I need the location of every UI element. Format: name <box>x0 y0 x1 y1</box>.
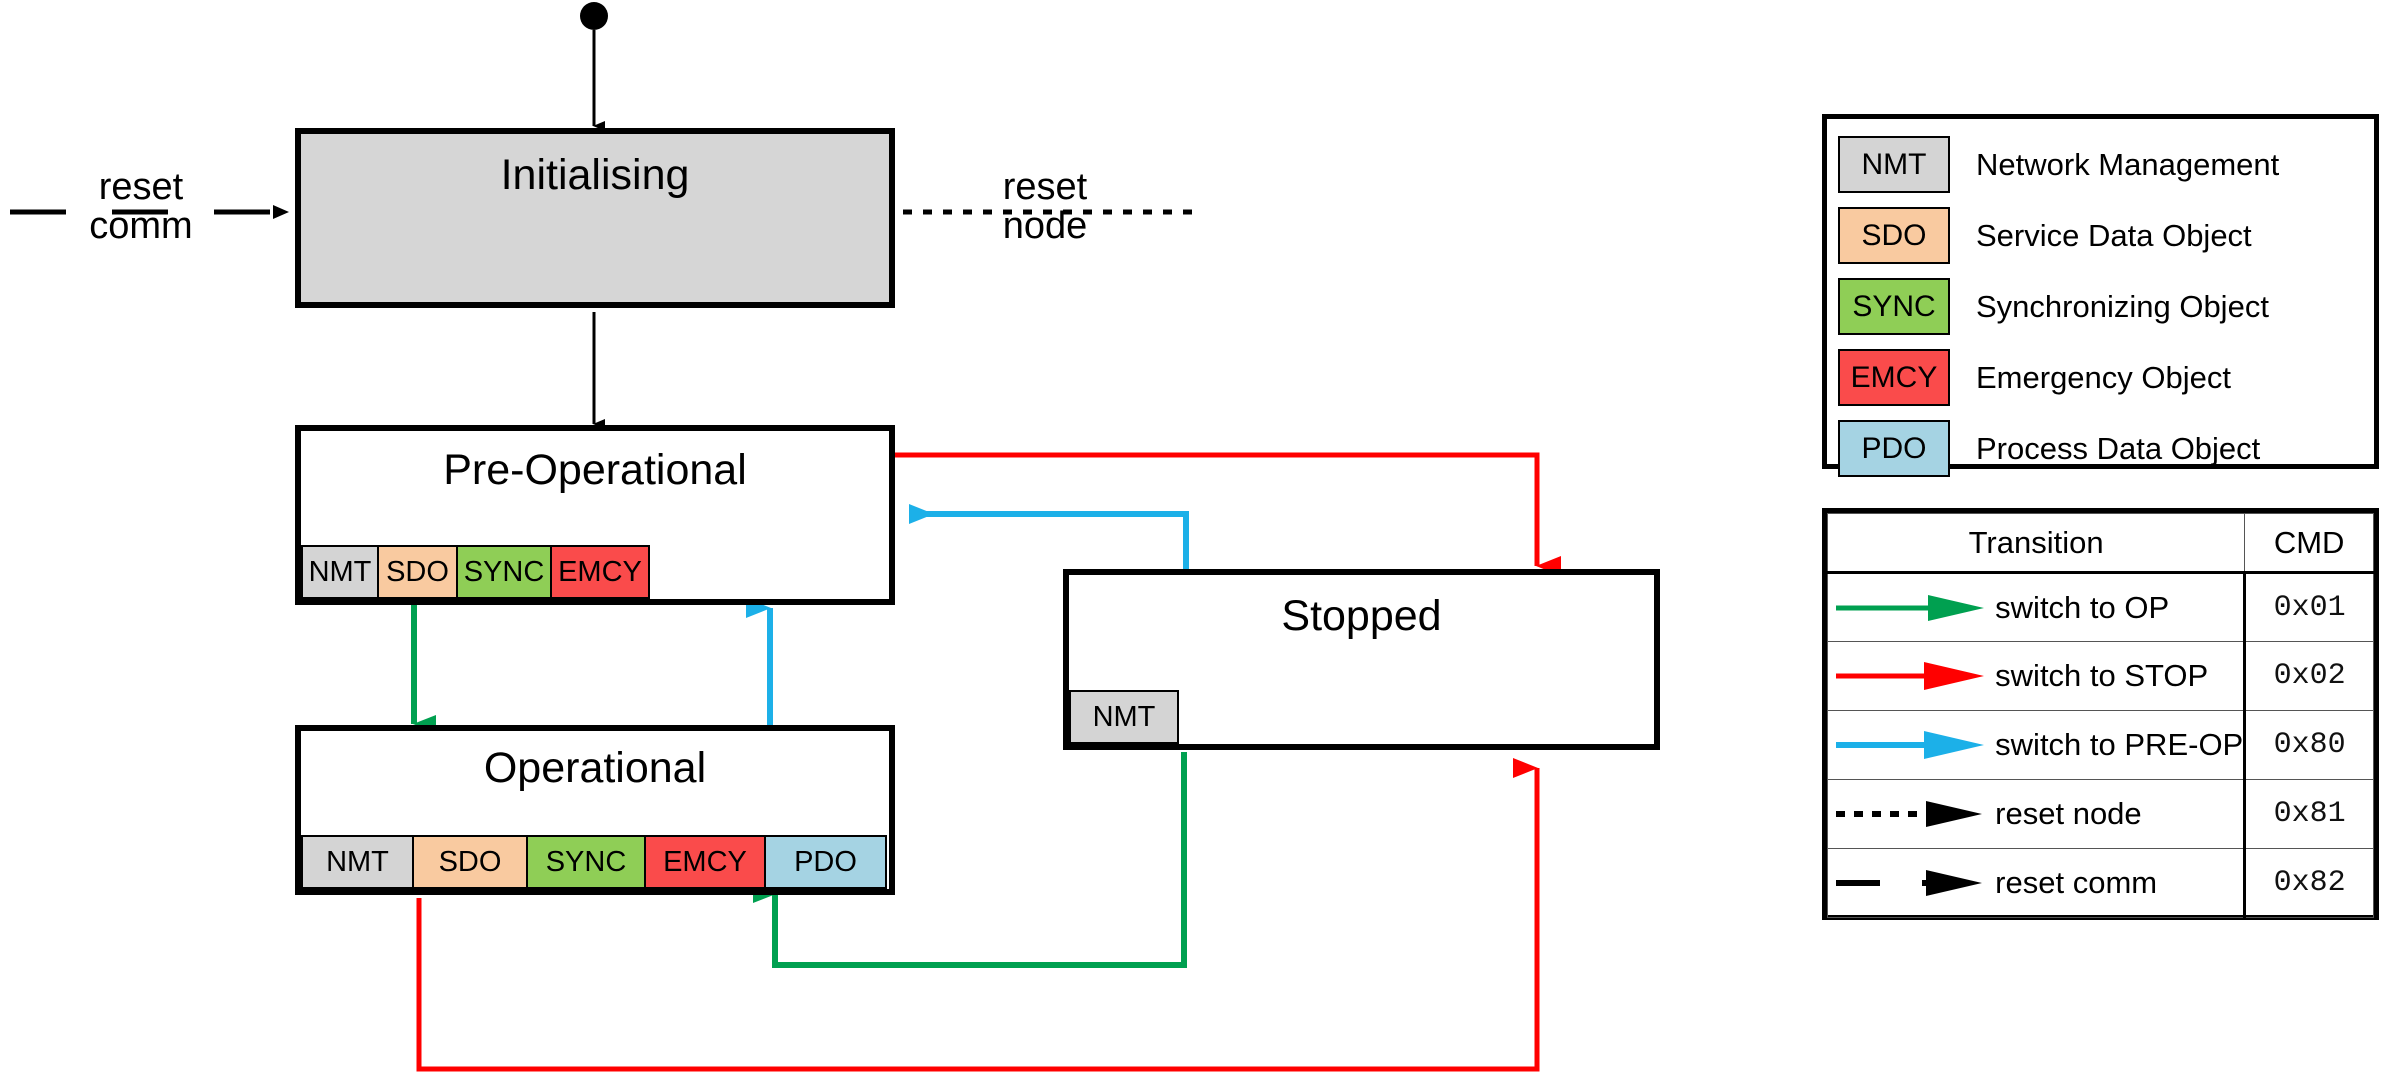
legend-desc-sync: Synchronizing Object <box>1976 289 2269 324</box>
arrow-sample-reset-comm <box>1827 848 1996 918</box>
service-chip-sdo: SDO <box>377 545 458 599</box>
edge-label-reset-comm: reset comm <box>46 168 236 246</box>
legend-chip-sync: SYNC <box>1838 278 1950 335</box>
arrow-sample-reset-node <box>1827 779 1996 849</box>
legend-row-nmt: NMT Network Management <box>1827 129 2374 200</box>
state-operational-label: Operational <box>483 744 707 792</box>
service-chip-nmt: NMT <box>301 835 414 889</box>
edge-preop-to-stopped <box>892 452 1561 576</box>
legend-row-pdo: PDO Process Data Object <box>1827 413 2374 484</box>
initial-state-dot <box>580 2 608 30</box>
service-chip-sync: SYNC <box>526 835 646 889</box>
legend-chip-pdo: PDO <box>1838 420 1950 477</box>
edge-label-reset-comm-line1: reset <box>98 166 184 208</box>
transitions-header-transition: Transition <box>1826 513 2246 574</box>
state-initialising-label: Initialising <box>500 151 690 199</box>
transitions-cmd-reset-comm: 0x82 <box>2243 848 2374 918</box>
legend-chip-nmt: NMT <box>1838 136 1950 193</box>
transitions-row-switch-to-preop: switch to PRE-OP 0x80 <box>1827 710 2374 780</box>
transitions-label-switch-to-preop: switch to PRE-OP <box>1995 710 2246 780</box>
edge-stopped-to-preop <box>909 504 1189 572</box>
edge-label-reset-node-line2: node <box>1002 204 1088 247</box>
transitions-row-switch-to-stop: switch to STOP 0x02 <box>1827 641 2374 711</box>
transitions-cmd-switch-to-stop: 0x02 <box>2243 641 2374 711</box>
service-chip-emcy: EMCY <box>644 835 766 889</box>
legend-row-sync: SYNC Synchronizing Object <box>1827 271 2374 342</box>
legend-objects-panel: NMT Network Management SDO Service Data … <box>1822 114 2379 477</box>
service-chip-sdo: SDO <box>412 835 528 889</box>
service-chip-pdo: PDO <box>764 835 887 889</box>
transitions-row-switch-to-op: switch to OP 0x01 <box>1827 572 2374 642</box>
transitions-table-header-row: Transition CMD <box>1826 513 2374 574</box>
transitions-table: Transition CMD switch to OP 0x01 <box>1826 513 2374 918</box>
transitions-label-reset-comm: reset comm <box>1995 848 2246 918</box>
transitions-row-reset-comm: reset comm 0x82 <box>1827 848 2374 918</box>
transitions-cmd-reset-node: 0x81 <box>2243 779 2374 849</box>
state-operational[interactable]: Operational NMT SDO SYNC EMCY PDO <box>295 725 895 895</box>
transitions-label-switch-to-op: switch to OP <box>1995 572 2246 642</box>
legend-chip-emcy: EMCY <box>1838 349 1950 406</box>
edge-label-reset-comm-line2: comm <box>89 204 193 247</box>
service-chip-nmt: NMT <box>301 545 379 599</box>
legend-desc-nmt: Network Management <box>1976 147 2280 182</box>
service-chip-sync: SYNC <box>456 545 552 599</box>
state-pre-operational-label: Pre-Operational <box>443 446 747 494</box>
legend-transitions-panel: Transition CMD switch to OP 0x01 <box>1822 508 2379 920</box>
transitions-label-switch-to-stop: switch to STOP <box>1995 641 2246 711</box>
arrow-sample-switch-to-preop <box>1827 710 1996 780</box>
legend-desc-emcy: Emergency Object <box>1976 360 2231 395</box>
edge-operational-to-stopped <box>416 758 1540 1072</box>
state-stopped-label: Stopped <box>1281 592 1442 640</box>
arrow-sample-switch-to-op <box>1827 572 1996 642</box>
edge-label-reset-node-line1: reset <box>1002 166 1088 208</box>
transitions-cmd-switch-to-preop: 0x80 <box>2243 710 2374 780</box>
service-chip-emcy: EMCY <box>550 545 650 599</box>
edge-label-reset-node: reset node <box>915 168 1175 246</box>
transitions-header-cmd: CMD <box>2244 513 2374 574</box>
legend-row-emcy: EMCY Emergency Object <box>1827 342 2374 413</box>
state-stopped[interactable]: Stopped NMT <box>1063 569 1660 750</box>
transitions-row-reset-node: reset node 0x81 <box>1827 779 2374 849</box>
state-stopped-services: NMT <box>1069 690 1179 744</box>
state-initialising[interactable]: Initialising <box>295 128 895 308</box>
legend-desc-sdo: Service Data Object <box>1976 218 2252 253</box>
service-chip-nmt: NMT <box>1069 690 1179 744</box>
transitions-cmd-switch-to-op: 0x01 <box>2243 572 2374 642</box>
arrow-sample-switch-to-stop <box>1827 641 1996 711</box>
legend-row-sdo: SDO Service Data Object <box>1827 200 2374 271</box>
transitions-label-reset-node: reset node <box>1995 779 2246 849</box>
legend-chip-sdo: SDO <box>1838 207 1950 264</box>
state-pre-operational-services: NMT SDO SYNC EMCY <box>301 545 650 599</box>
legend-desc-pdo: Process Data Object <box>1976 431 2261 466</box>
edge-stopped-to-operational <box>753 752 1187 968</box>
state-operational-services: NMT SDO SYNC EMCY PDO <box>301 835 887 889</box>
state-pre-operational[interactable]: Pre-Operational NMT SDO SYNC EMCY <box>295 425 895 605</box>
